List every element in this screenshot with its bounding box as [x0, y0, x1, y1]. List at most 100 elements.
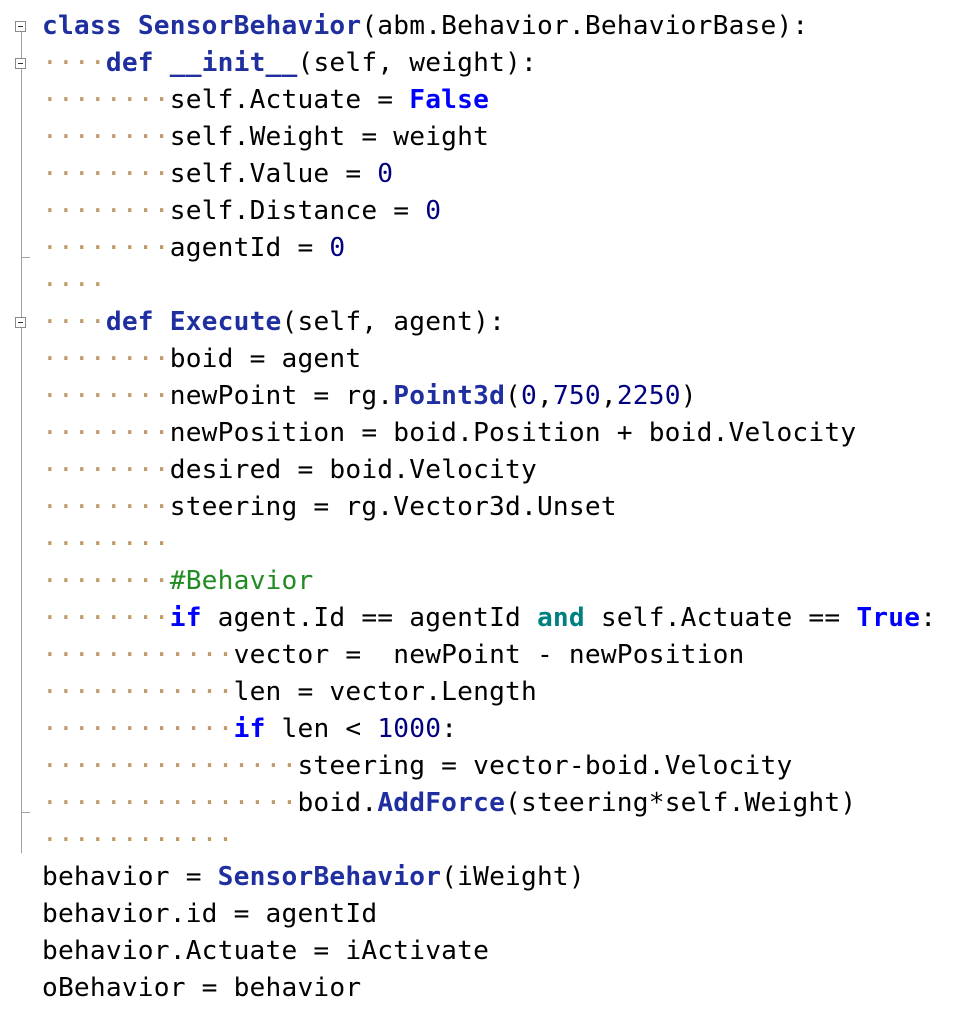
indent-whitespace: ················ — [42, 751, 298, 781]
code-line[interactable]: ········self.Value = 0 — [42, 156, 936, 193]
code-token: (abm.Behavior.BehaviorBase): — [361, 11, 809, 41]
code-token: newPosition = boid.Position + boid.Veloc… — [169, 418, 857, 448]
code-line[interactable]: ················steering = vector-boid.V… — [42, 748, 936, 785]
code-token: (self, agent): — [281, 307, 506, 337]
fold-end-marker — [21, 256, 30, 258]
code-token: and — [536, 603, 585, 633]
code-line[interactable]: ········agentId = 0 — [42, 230, 936, 267]
indent-whitespace: ···· — [42, 48, 106, 78]
indent-whitespace: ········ — [42, 381, 170, 411]
code-token: 0 — [329, 233, 346, 263]
indent-whitespace: ············ — [42, 714, 234, 744]
code-token: 0 — [377, 159, 394, 189]
code-token: 2250 — [616, 381, 681, 411]
code-line[interactable]: ····def Execute(self, agent): — [42, 304, 936, 341]
code-line[interactable]: ············if len < 1000: — [42, 711, 936, 748]
fold-toggle-icon[interactable] — [15, 20, 26, 32]
code-token: vector = newPoint - newPosition — [233, 640, 745, 670]
code-line[interactable]: ········desired = boid.Velocity — [42, 452, 936, 489]
code-line[interactable]: ········self.Distance = 0 — [42, 193, 936, 230]
code-line[interactable]: ····def __init__(self, weight): — [42, 45, 936, 82]
code-line[interactable]: ········newPosition = boid.Position + bo… — [42, 415, 936, 452]
code-token: def — [105, 307, 154, 337]
code-line[interactable]: ········if agent.Id == agentId and self.… — [42, 600, 936, 637]
indent-whitespace: ········ — [42, 492, 170, 522]
code-token: behavior.Actuate = iActivate — [42, 936, 490, 966]
code-line[interactable]: ········ — [42, 526, 936, 563]
code-line[interactable]: ········self.Weight = weight — [42, 119, 936, 156]
code-token — [122, 11, 138, 41]
fold-gutter — [0, 0, 38, 1024]
indent-whitespace: ········ — [42, 233, 170, 263]
code-token: 750 — [552, 381, 601, 411]
code-token: steering = vector-boid.Velocity — [297, 751, 793, 781]
code-token: Execute — [169, 307, 282, 337]
code-line[interactable]: ···· — [42, 267, 936, 304]
indent-whitespace: ········ — [42, 159, 170, 189]
code-line[interactable]: ················boid.AddForce(steering*s… — [42, 785, 936, 822]
code-token: : — [920, 603, 937, 633]
indent-whitespace: ············ — [42, 640, 234, 670]
code-line[interactable]: ········boid = agent — [42, 341, 936, 378]
fold-end-marker — [21, 811, 30, 813]
code-token — [154, 48, 170, 78]
code-token: behavior = — [42, 862, 218, 892]
code-area[interactable]: class SensorBehavior (abm.Behavior.Behavi… — [42, 8, 936, 1007]
code-token: (iWeight) — [441, 862, 585, 892]
code-token: if — [169, 603, 202, 633]
code-token: Point3d — [393, 381, 506, 411]
indent-whitespace: ········ — [42, 566, 170, 596]
code-token: if — [233, 714, 266, 744]
code-token: SensorBehavior — [217, 862, 442, 892]
code-token: ( — [505, 381, 521, 411]
code-line[interactable]: oBehavior = behavior — [42, 970, 936, 1007]
code-line[interactable]: class SensorBehavior(abm.Behavior.Behavi… — [42, 8, 936, 45]
indent-whitespace: ············ — [42, 677, 234, 707]
indent-whitespace: ········ — [42, 122, 170, 152]
code-line[interactable]: behavior = SensorBehavior(iWeight) — [42, 859, 936, 896]
code-token: (steering*self.Weight) — [505, 788, 857, 818]
indent-whitespace: ········ — [42, 418, 170, 448]
code-token: (self, weight): — [297, 48, 537, 78]
code-token: self.Actuate = — [169, 85, 410, 115]
code-token: 0 — [521, 381, 537, 411]
code-token: : — [441, 714, 458, 744]
code-line[interactable]: ············len = vector.Length — [42, 674, 936, 711]
code-token: agentId = — [169, 233, 330, 263]
indent-whitespace: ···· — [42, 307, 106, 337]
code-token: class — [42, 11, 122, 41]
indent-whitespace: ········ — [42, 455, 170, 485]
fold-toggle-icon[interactable] — [15, 316, 26, 328]
fold-toggle-icon[interactable] — [15, 57, 26, 69]
code-token: , — [600, 381, 617, 411]
code-token: __init__ — [169, 48, 298, 78]
code-line[interactable]: ············vector = newPoint - newPosit… — [42, 637, 936, 674]
indent-whitespace: ········ — [42, 196, 170, 226]
code-token: oBehavior = behavior — [42, 973, 362, 1003]
indent-whitespace: ········ — [42, 85, 170, 115]
indent-whitespace: ········ — [42, 529, 170, 559]
code-line[interactable]: ········steering = rg.Vector3d.Unset — [42, 489, 936, 526]
code-token: boid. — [297, 788, 378, 818]
code-token: , — [536, 381, 553, 411]
code-token: boid = agent — [169, 344, 362, 374]
code-token: False — [409, 85, 490, 115]
code-token: def — [105, 48, 154, 78]
indent-whitespace: ················ — [42, 788, 298, 818]
code-token: self.Actuate == — [584, 603, 857, 633]
code-token: desired = boid.Velocity — [169, 455, 537, 485]
code-token: self.Value = — [169, 159, 378, 189]
code-token: len = vector.Length — [233, 677, 537, 707]
code-line[interactable]: behavior.Actuate = iActivate — [42, 933, 936, 970]
indent-whitespace: ···· — [42, 270, 106, 300]
code-line[interactable]: ········newPoint = rg.Point3d(0,750,2250… — [42, 378, 936, 415]
code-line[interactable]: ············ — [42, 822, 936, 859]
code-line[interactable]: ········#Behavior — [42, 563, 936, 600]
code-line[interactable]: behavior.id = agentId — [42, 896, 936, 933]
code-token: True — [856, 603, 921, 633]
code-token — [154, 307, 170, 337]
code-token: len < — [265, 714, 378, 744]
code-line[interactable]: ········self.Actuate = False — [42, 82, 936, 119]
code-token: behavior.id = agentId — [42, 899, 378, 929]
